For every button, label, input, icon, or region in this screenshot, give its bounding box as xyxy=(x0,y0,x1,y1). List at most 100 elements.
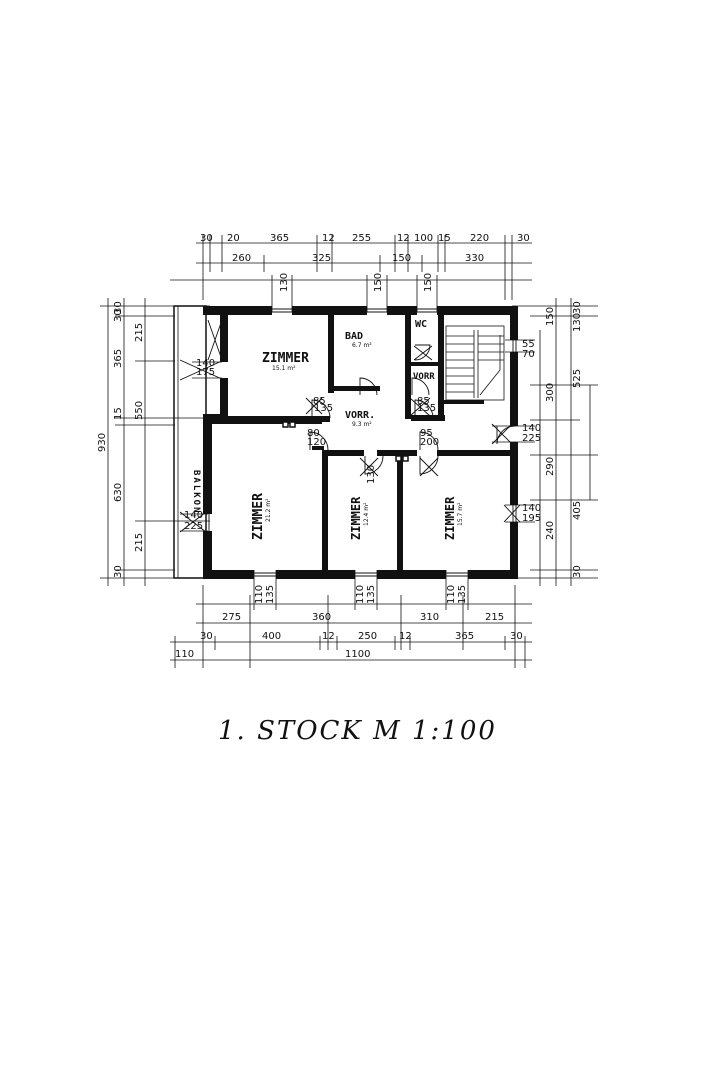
dim-rightwin-6: 195 xyxy=(522,513,541,524)
dim-left-mid-5: 630 xyxy=(113,483,124,502)
dim-leftwin-4: 225 xyxy=(184,521,203,532)
dim-top2-1: 260 xyxy=(232,253,251,264)
dim-top-6: 12 xyxy=(397,233,410,244)
room-area-zimmer-nw: 15.1 m² xyxy=(272,365,296,372)
room-label-zimmer-nw: ZIMMER xyxy=(262,351,309,366)
dim-left-inner-1: 215 xyxy=(134,323,145,342)
dim-botwin-2: 135 xyxy=(265,585,276,604)
dim-right-outer-1: 30 xyxy=(572,301,583,314)
dim-bot-total-1: 110 xyxy=(175,649,194,660)
walls xyxy=(203,306,518,579)
room-area-bad: 6.7 m² xyxy=(352,342,372,349)
dim-top2-2: 325 xyxy=(312,253,331,264)
room-label-bad: BAD xyxy=(345,331,363,342)
dim-top-7: 100 xyxy=(414,233,433,244)
dim-topwin-3: 150 xyxy=(423,273,434,292)
dim-left-inner-3: 215 xyxy=(134,533,145,552)
dim-bot2-6: 365 xyxy=(455,631,474,642)
dim-int-5: 85 xyxy=(417,396,430,407)
dim-int-4: 120 xyxy=(307,437,326,448)
dim-top-9: 220 xyxy=(470,233,489,244)
dimension-lines xyxy=(100,235,598,668)
dim-int-2: 135 xyxy=(314,403,333,414)
dim-botwin-5: 110 xyxy=(446,585,457,604)
dim-botwin-6: 135 xyxy=(457,585,468,604)
dim-top-8: 15 xyxy=(438,233,451,244)
dim-int-6: 135 xyxy=(417,403,436,414)
drawing-caption: 1. STOCK M 1:100 xyxy=(218,716,497,746)
staircase xyxy=(445,325,505,401)
dim-right-inner-3: 290 xyxy=(545,457,556,476)
dim-right-inner-1: 150 xyxy=(545,307,556,326)
dim-botwin-1: 110 xyxy=(254,585,265,604)
room-label-zimmer-s: ZIMMER xyxy=(349,496,363,540)
balcony xyxy=(173,305,207,579)
dim-int-9: 130 xyxy=(366,465,377,484)
dim-top-10: 30 xyxy=(517,233,530,244)
dim-topwin-1: 130 xyxy=(279,273,290,292)
dim-rightwin-5: 140 xyxy=(522,503,541,514)
dim-right-outer-4: 405 xyxy=(572,501,583,520)
dim-bot2-4: 250 xyxy=(358,631,377,642)
dim-rightwin-2: 70 xyxy=(522,349,535,360)
dim-bot-total-2: 1100 xyxy=(345,649,370,660)
windows xyxy=(205,308,517,577)
dim-leftwin-2: 175 xyxy=(196,367,215,378)
room-label-balkon: BALKON xyxy=(191,470,201,515)
dim-top-5: 255 xyxy=(352,233,371,244)
dim-bot2-7: 30 xyxy=(510,631,523,642)
room-labels: ZIMMER 15.1 m² BAD 6.7 m² WC VORR VORR. … xyxy=(191,319,464,540)
dim-top-4: 12 xyxy=(322,233,335,244)
room-label-zimmer-se: ZIMMER xyxy=(443,496,457,540)
dim-left-outer: 930 xyxy=(97,433,108,452)
dim-left-mid-2: 365 xyxy=(113,349,124,368)
room-label-vorr-small: VORR xyxy=(413,372,435,382)
dim-topwin-2: 150 xyxy=(373,273,384,292)
dim-rightwin-4: 225 xyxy=(522,433,541,444)
room-area-vorr-main: 9.3 m² xyxy=(352,421,372,428)
dim-bot-4: 215 xyxy=(485,612,504,623)
dim-left-mid-3: 30 xyxy=(113,309,124,322)
dim-left-mid-6: 30 xyxy=(113,565,124,578)
dim-right-inner-2: 300 xyxy=(545,383,556,402)
dim-left-mid-1: 30 xyxy=(113,301,124,314)
dim-int-1: 85 xyxy=(313,396,326,407)
dim-bot-2: 360 xyxy=(312,612,331,623)
dim-right-inner-4: 240 xyxy=(545,521,556,540)
room-label-vorr-main: VORR. xyxy=(345,410,375,421)
dim-bot2-5: 12 xyxy=(399,631,412,642)
dim-bot2-2: 400 xyxy=(262,631,281,642)
room-area-zimmer-sw: 21.2 m² xyxy=(265,498,272,522)
dim-right-outer-5: 30 xyxy=(572,565,583,578)
dim-top-1: 30 xyxy=(200,233,213,244)
dim-top2-4: 330 xyxy=(465,253,484,264)
dim-right-outer-2: 130 xyxy=(572,313,583,332)
dim-bot-1: 275 xyxy=(222,612,241,623)
dim-leftwin-3: 140 xyxy=(184,510,203,521)
dim-top2-3: 150 xyxy=(392,253,411,264)
dim-int-8: 200 xyxy=(420,437,439,448)
doors xyxy=(179,319,521,533)
dim-top-2: 20 xyxy=(227,233,240,244)
dim-botwin-3: 110 xyxy=(355,585,366,604)
dimension-texts: 30 20 365 12 255 12 100 15 220 30 260 32… xyxy=(97,233,583,660)
dim-left-mid-4: 15 xyxy=(113,407,124,420)
dim-right-outer-3: 525 xyxy=(572,369,583,388)
room-area-zimmer-s: 12.4 m² xyxy=(363,502,370,526)
room-label-wc: WC xyxy=(415,319,427,330)
dim-rightwin-3: 140 xyxy=(522,423,541,434)
dim-rightwin-1: 55 xyxy=(522,339,535,350)
dim-leftwin-1: 140 xyxy=(196,358,215,369)
dim-int-7: 95 xyxy=(420,428,433,439)
room-label-zimmer-sw: ZIMMER xyxy=(251,493,266,540)
dim-left-inner-2: 550 xyxy=(134,401,145,420)
dim-botwin-4: 135 xyxy=(366,585,377,604)
dim-bot2-1: 30 xyxy=(200,631,213,642)
shafts xyxy=(282,421,409,462)
dim-bot-3: 310 xyxy=(420,612,439,623)
dim-bot2-3: 12 xyxy=(322,631,335,642)
dim-top-3: 365 xyxy=(270,233,289,244)
dim-int-3: 80 xyxy=(307,428,320,439)
room-area-zimmer-se: 15.7 m² xyxy=(457,502,464,526)
